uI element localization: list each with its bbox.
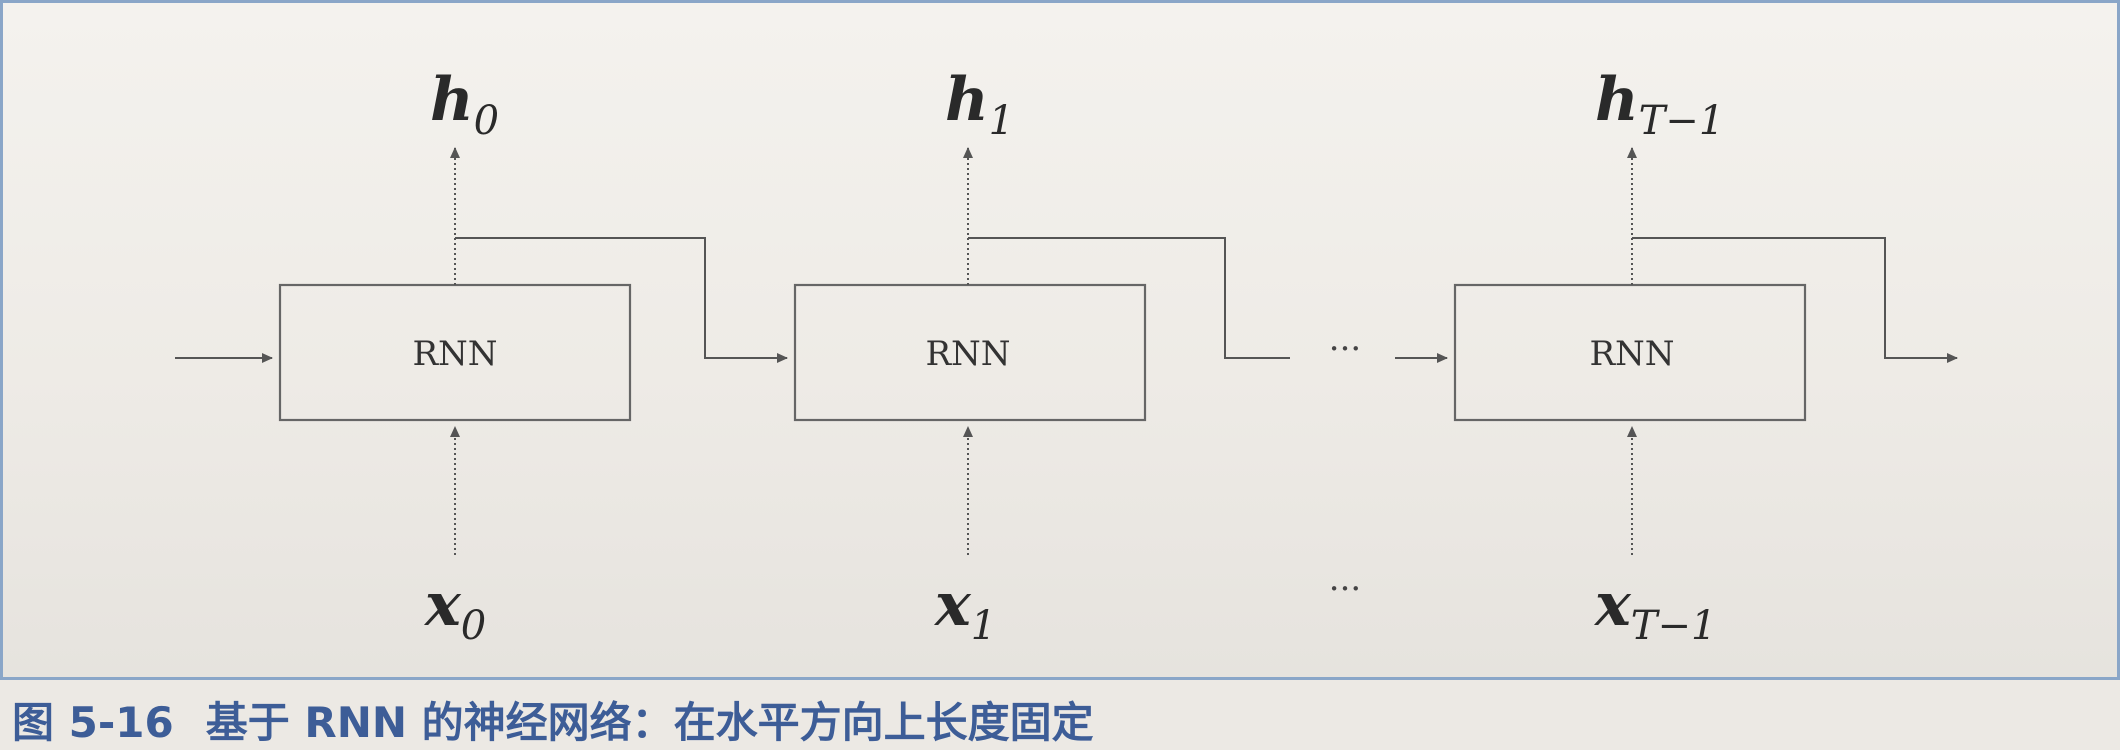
- ellipsis-bottom: ···: [1329, 569, 1361, 609]
- hidden-state-arrow: [455, 237, 788, 363]
- rnn-box: [793, 283, 1147, 422]
- rnn-cell-last: RNN hT−1 xT−1: [1453, 65, 1958, 649]
- input-label: x0: [423, 570, 486, 649]
- rnn-label: RNN: [1589, 334, 1674, 374]
- output-label: hT−1: [1595, 65, 1724, 144]
- rnn-cell-0: RNN h0 x0: [278, 65, 788, 649]
- rnn-cell-1: RNN h1 x1: [793, 65, 1290, 649]
- figure-caption: 图 5-16 基于 RNN 的神经网络：在水平方向上长度固定: [12, 690, 1094, 748]
- rnn-label: RNN: [925, 334, 1010, 374]
- hidden-state-arrow: [968, 237, 1290, 359]
- ellipsis-middle: ···: [1329, 329, 1361, 369]
- caption-text: 基于 RNN 的神经网络：在水平方向上长度固定: [205, 697, 1094, 747]
- input-label: x1: [933, 570, 996, 649]
- output-label: h1: [945, 65, 1014, 144]
- output-label: h0: [430, 65, 499, 144]
- rnn-diagram: RNN h0 x0 RNN h1 x1 ··· ··· RNN: [175, 65, 1958, 649]
- rnn-label: RNN: [412, 334, 497, 374]
- caption-number: 图 5-16: [12, 697, 174, 747]
- hidden-state-arrow: [1632, 237, 1958, 363]
- rnn-box: [1453, 283, 1807, 422]
- input-label: xT−1: [1593, 570, 1716, 649]
- figure-frame: [0, 0, 2120, 680]
